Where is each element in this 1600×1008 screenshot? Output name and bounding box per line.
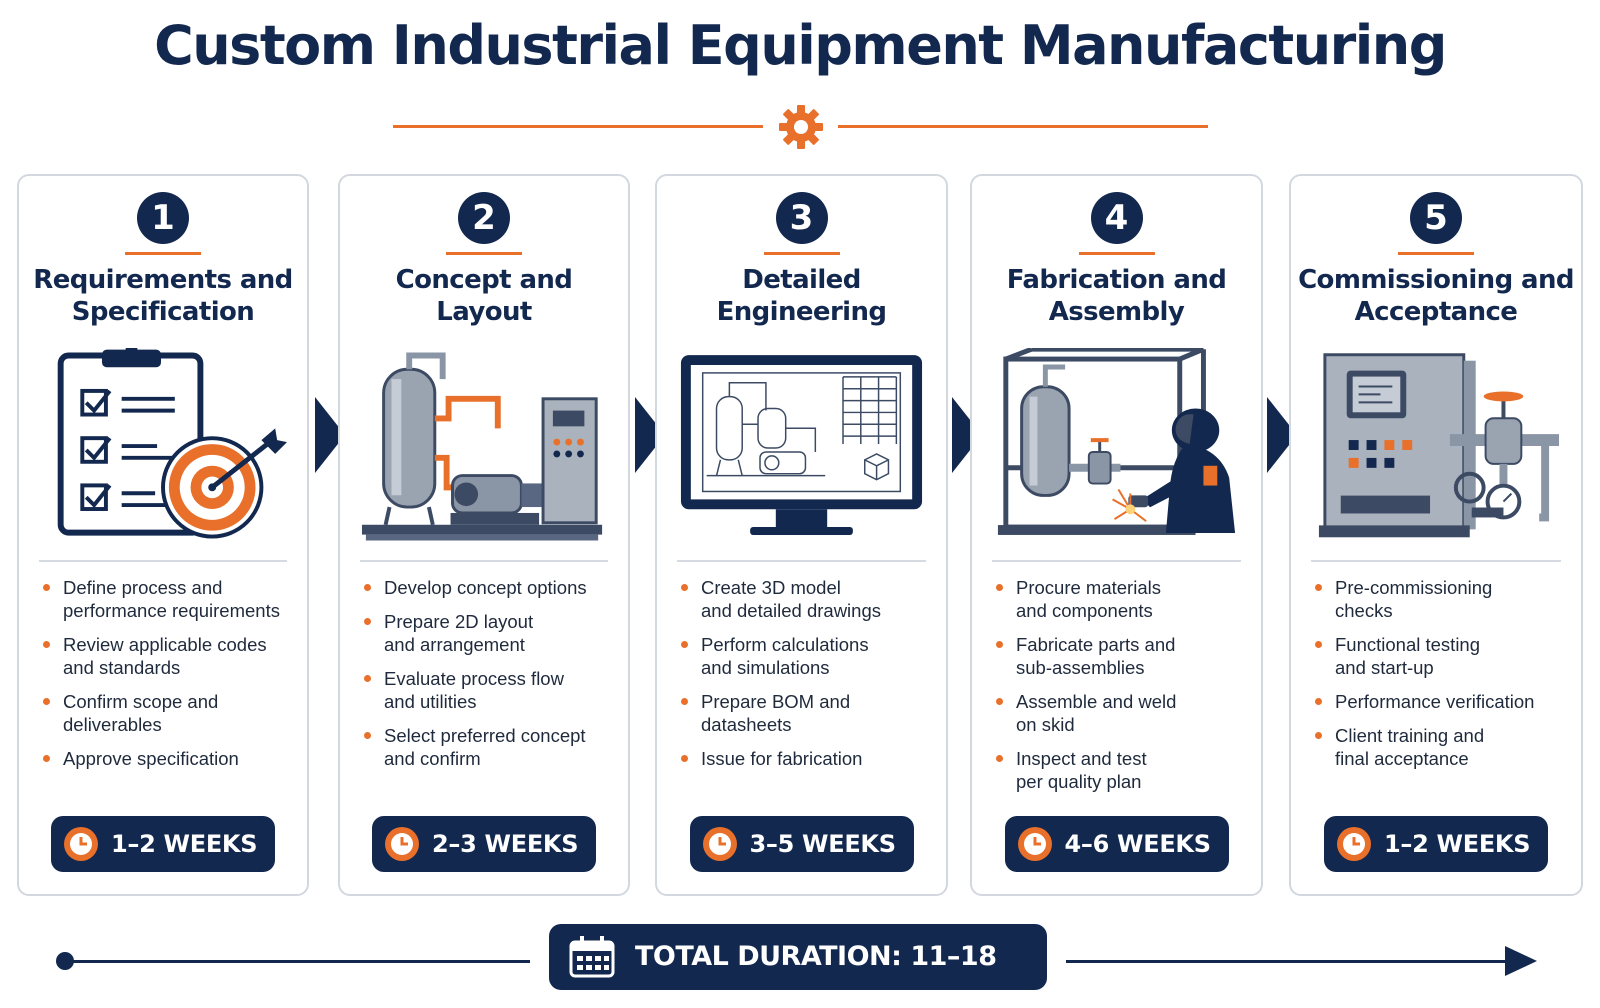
list-item: Functional testing and start-up — [1313, 633, 1569, 679]
clock-icon — [702, 827, 737, 861]
step-title: Requirements and Specification — [33, 265, 293, 327]
step-bullets: Procure materials and components Fabrica… — [994, 576, 1249, 804]
duration-label: 1–2 WEEKS — [111, 830, 258, 858]
step-title: Fabrication and Assembly — [1006, 265, 1227, 327]
process-skid-icon — [361, 352, 603, 541]
list-item: Evaluate process flow and utilities — [362, 667, 616, 713]
control-panel-valve-icon — [1318, 353, 1560, 538]
step-card-3: 3 Detailed Engineering — [655, 174, 948, 896]
gear-icon — [779, 105, 823, 149]
duration-label: 2–3 WEEKS — [432, 830, 579, 858]
clock-icon — [1337, 827, 1371, 861]
list-item: Assemble and weld on skid — [994, 690, 1249, 736]
list-item: Procure materials and components — [994, 576, 1249, 622]
welder-frame-icon — [997, 348, 1236, 535]
step-number-badge: 4 — [1090, 192, 1143, 244]
timeline: TOTAL DURATION: 11–18 WEEKS — [0, 920, 1600, 1008]
step-number-badge: 1 — [137, 192, 189, 244]
list-item: Confirm scope and deliverables — [41, 690, 295, 736]
step-number-badge: 3 — [775, 192, 828, 244]
total-duration-badge: TOTAL DURATION: 11–18 WEEKS — [549, 924, 1047, 1008]
duration-label: 4–6 WEEKS — [1064, 830, 1212, 858]
list-item: Issue for fabrication — [679, 747, 934, 770]
duration-badge: 1–2 WEEKS — [1324, 816, 1548, 872]
step-bullets: Define process and performance requireme… — [41, 576, 295, 781]
step-number-badge: 2 — [458, 192, 510, 244]
list-item: Pre-commissioning checks — [1313, 576, 1569, 622]
cad-monitor-icon — [680, 355, 923, 535]
list-item: Create 3D model and detailed drawings — [679, 576, 934, 622]
list-item: Inspect and test per quality plan — [994, 747, 1249, 793]
page-title: Custom Industrial Equipment Manufacturin… — [154, 14, 1447, 77]
list-item: Client training and final acceptance — [1313, 724, 1569, 770]
step-bullets: Create 3D model and detailed drawings Pe… — [679, 576, 934, 781]
step-card-5: 5 Commissioning and Acceptance Pre-commi… — [1289, 174, 1583, 896]
step-title: Concept and Layout — [395, 265, 573, 327]
step-card-1: 1 Requirements and Specification — [17, 174, 309, 896]
title-divider — [0, 103, 1600, 153]
duration-label: 3–5 WEEKS — [749, 830, 897, 858]
list-item: Define process and performance requireme… — [41, 576, 295, 622]
chevron-right-icon — [635, 397, 665, 473]
list-item: Perform calculations and simulations — [679, 633, 934, 679]
list-item: Performance verification — [1313, 690, 1569, 713]
step-number-badge: 5 — [1410, 192, 1462, 244]
step-title: Detailed Engineering — [716, 265, 887, 327]
chevron-right-icon — [1267, 397, 1297, 473]
chevron-right-icon — [952, 397, 982, 473]
duration-badge: 1–2 WEEKS — [51, 816, 275, 872]
duration-label: 1–2 WEEKS — [1384, 830, 1531, 858]
list-item: Prepare BOM and datasheets — [679, 690, 934, 736]
list-item: Review applicable codes and standards — [41, 633, 295, 679]
clock-icon — [1017, 827, 1052, 861]
step-bullets: Develop concept options Prepare 2D layou… — [362, 576, 616, 781]
list-item: Fabricate parts and sub-assemblies — [994, 633, 1249, 679]
list-item: Prepare 2D layout and arrangement — [362, 610, 616, 656]
list-item: Select preferred concept and confirm — [362, 724, 616, 770]
clock-icon — [64, 827, 98, 861]
step-card-4: 4 Fabrication and Assembly Procure — [970, 174, 1263, 896]
list-item: Approve specification — [41, 747, 295, 770]
duration-badge: 4–6 WEEKS — [1004, 816, 1229, 872]
duration-badge: 3–5 WEEKS — [689, 816, 914, 872]
clock-icon — [385, 827, 419, 861]
duration-badge: 2–3 WEEKS — [372, 816, 596, 872]
chevron-right-icon — [315, 397, 345, 473]
step-card-2: 2 Concept and Layout Develop concept opt… — [338, 174, 630, 896]
calendar-icon — [569, 936, 615, 978]
list-item: Develop concept options — [362, 576, 616, 599]
clipboard-target-icon — [57, 348, 287, 539]
step-title: Commissioning and Acceptance — [1298, 265, 1574, 327]
step-bullets: Pre-commissioning checks Functional test… — [1313, 576, 1569, 781]
total-duration-label: TOTAL DURATION: 11–18 WEEKS — [635, 941, 997, 1008]
arrow-right-icon — [1505, 946, 1537, 976]
